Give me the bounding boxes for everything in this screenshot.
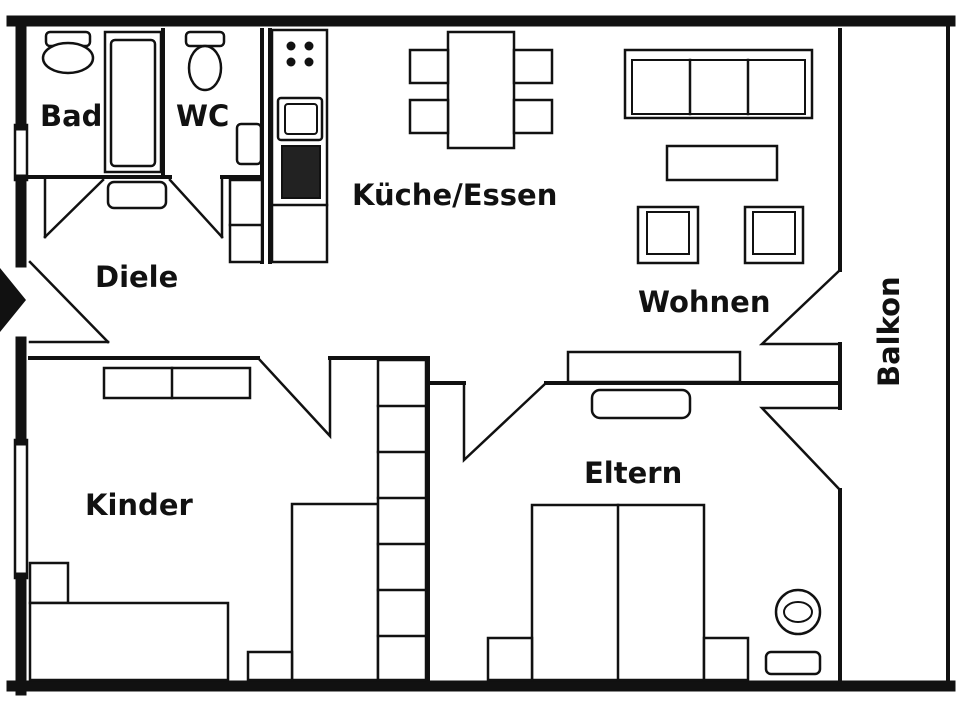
entrance-arrow-icon <box>0 268 26 332</box>
room-label-kueche-essen: Küche/Essen <box>352 178 557 212</box>
dining-table <box>408 30 554 150</box>
kitchen-counter <box>268 28 329 264</box>
room-label-wohnen: Wohnen <box>638 285 770 319</box>
outer-walls <box>6 15 956 696</box>
eltern-furniture <box>486 388 822 682</box>
room-label-wc: WC <box>176 99 229 133</box>
bathroom-fixtures <box>41 30 264 264</box>
kinder-furniture <box>28 358 428 682</box>
interior-walls <box>28 28 842 682</box>
room-label-balkon: Balkon <box>872 276 906 387</box>
room-label-eltern: Eltern <box>584 456 682 490</box>
living-furniture <box>566 48 814 384</box>
room-label-diele: Diele <box>95 260 178 294</box>
room-label-kinder: Kinder <box>85 488 193 522</box>
room-label-bad: Bad <box>40 99 102 133</box>
